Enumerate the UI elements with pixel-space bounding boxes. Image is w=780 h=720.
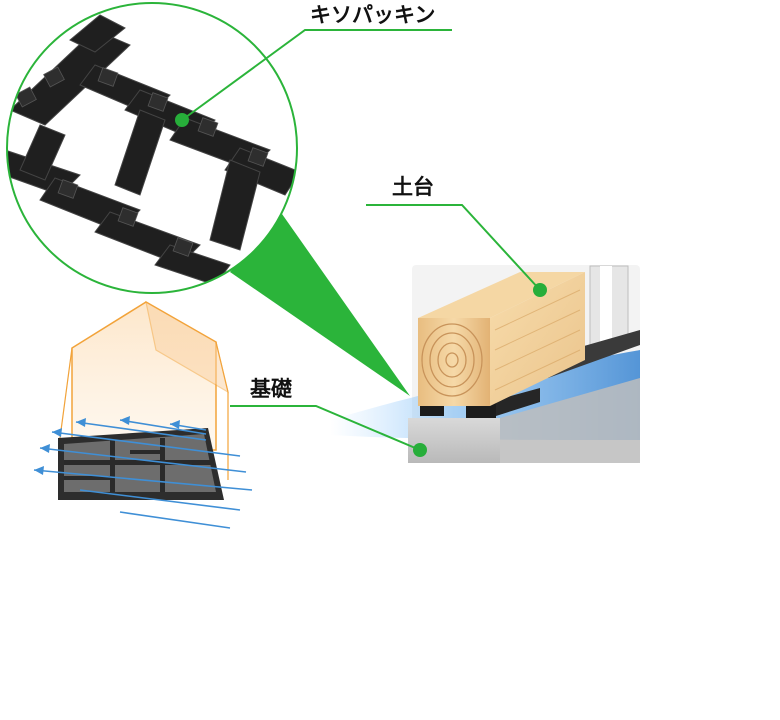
green-dot-icon — [413, 443, 427, 457]
airflow-arrow-icon — [33, 419, 253, 529]
label-kiso: 基礎 — [250, 377, 292, 401]
magnify-circle-outline — [6, 2, 298, 294]
packing-leader-line — [181, 29, 452, 121]
zoom-cone — [230, 214, 410, 396]
green-dot-icon — [533, 283, 547, 297]
sill-leader-line — [366, 204, 541, 291]
label-dodai: 土台 — [392, 175, 434, 199]
sill-foundation-illustration — [330, 265, 640, 463]
magnified-packing-view — [6, 2, 298, 294]
house-airflow-illustration — [33, 300, 253, 529]
green-dot-icon — [175, 113, 189, 127]
wood-end-grain — [421, 323, 483, 397]
foundation-leader-line — [230, 405, 421, 451]
label-kiso-packing: キソパッキン — [310, 3, 435, 27]
